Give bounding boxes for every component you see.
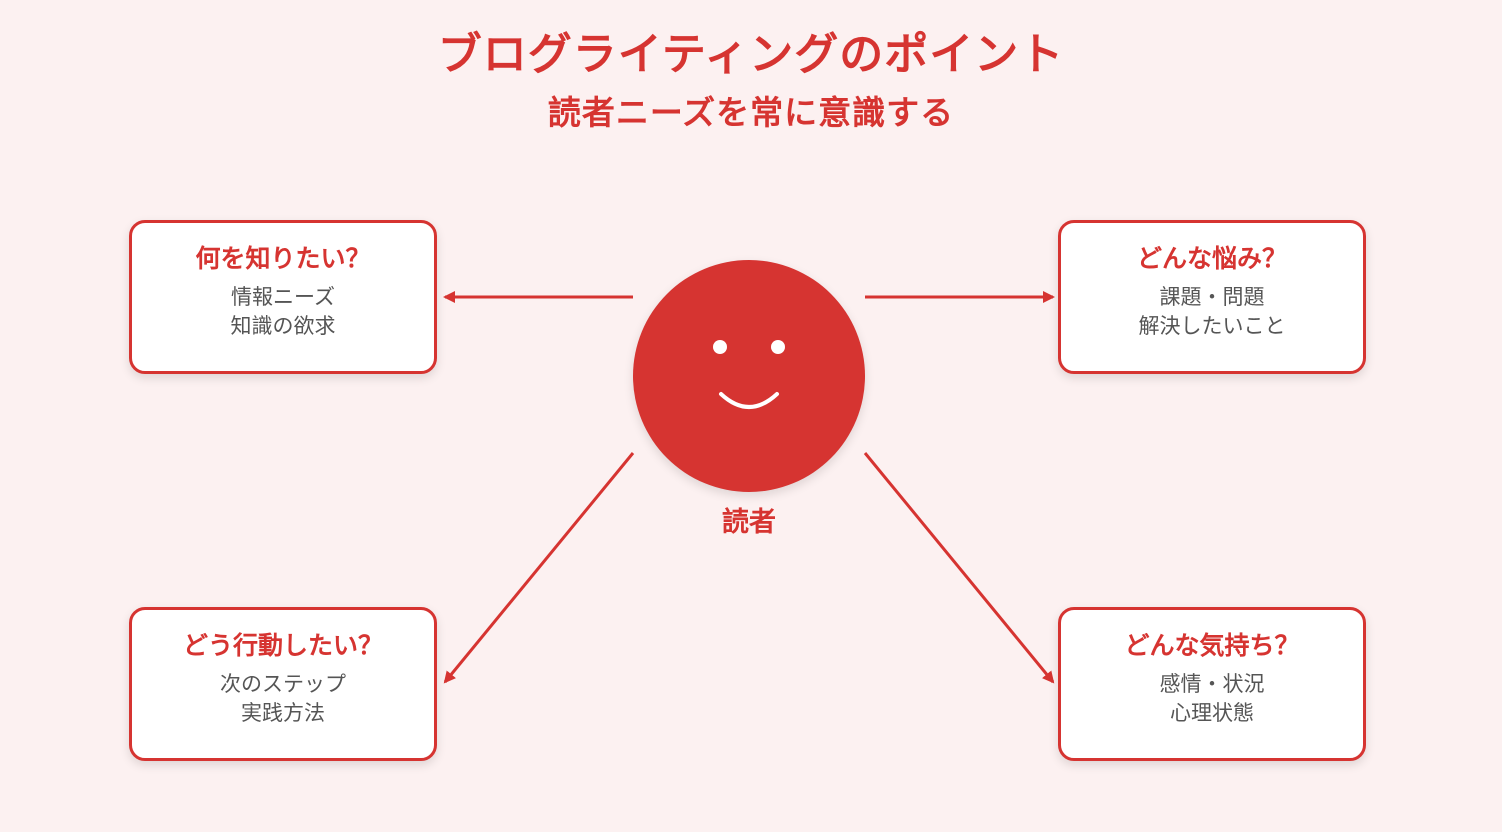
card-heading: どんな悩み？ [1136, 244, 1287, 273]
arrow-to-bottom-right [863, 452, 1055, 684]
card-feelings: どんな気持ち？ 感情・状況 心理状態 [1058, 607, 1366, 761]
reader-label: 読者 [722, 507, 776, 538]
card-information-needs: 何を知りたい？ 情報ニーズ 知識の欲求 [129, 220, 437, 374]
diagram-subtitle: 読者ニーズを常に意識する [547, 93, 955, 132]
arrow-to-bottom-left [443, 452, 635, 684]
card-line: 知識の欲求 [230, 314, 336, 338]
card-line: 実践方法 [241, 701, 325, 725]
reader-circle [633, 260, 865, 492]
card-line: 課題・問題 [1159, 285, 1265, 309]
card-line: 感情・状況 [1159, 672, 1265, 696]
card-heading: どう行動したい？ [182, 631, 383, 660]
diagram-title: ブログライティングのポイント [437, 29, 1065, 80]
card-problems: どんな悩み？ 課題・問題 解決したいこと [1058, 220, 1366, 374]
card-heading: どんな気持ち？ [1124, 631, 1300, 660]
card-line: 心理状態 [1170, 701, 1254, 725]
card-actions: どう行動したい？ 次のステップ 実践方法 [129, 607, 437, 761]
card-heading: 何を知りたい？ [195, 244, 371, 273]
card-line: 解決したいこと [1138, 314, 1286, 338]
card-line: 次のステップ [220, 672, 346, 696]
smiley-face-icon [713, 340, 785, 409]
card-line: 情報ニーズ [231, 285, 335, 309]
